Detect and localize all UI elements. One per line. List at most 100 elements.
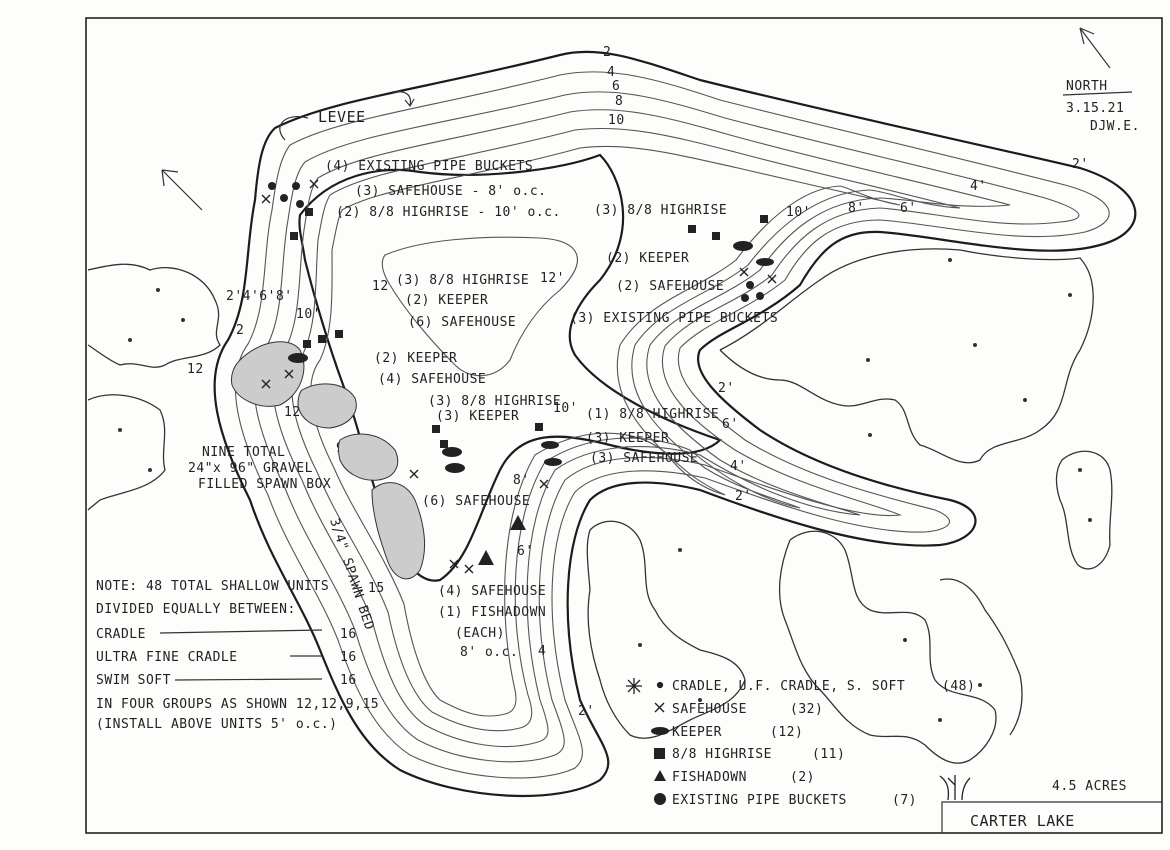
callout-c-keeper: (3) KEEPER bbox=[436, 409, 519, 424]
depth-6-top: 6 bbox=[612, 79, 620, 94]
north-label: NORTH bbox=[1066, 79, 1108, 94]
callout-nw-pipe-buckets: (4) EXISTING PIPE BUCKETS bbox=[325, 159, 533, 174]
legend-count-highrise: (11) bbox=[812, 747, 845, 762]
contour-line-6 bbox=[272, 109, 1011, 748]
callout-w-safehouse: (4) SAFEHOUSE bbox=[378, 372, 486, 387]
depth-6-east: 6' bbox=[900, 201, 917, 216]
callout-nw-highrise: (2) 8/8 HIGHRISE - 10' o.c. bbox=[336, 205, 561, 220]
legend: CRADLE, U.F. CRADLE, S. SOFT (48) SAFEHO… bbox=[626, 678, 975, 808]
levee-label: LEVEE bbox=[318, 108, 366, 126]
woods-east bbox=[719, 248, 1094, 464]
callout-mid-keeper: (2) KEEPER bbox=[405, 293, 488, 308]
contour-line-4 bbox=[253, 91, 1080, 763]
callout-bottom-spacing: 8' o.c. bbox=[460, 645, 518, 660]
contour-line-2 bbox=[234, 71, 1110, 779]
callout-c-highrise: (3) 8/8 HIGHRISE bbox=[428, 394, 561, 409]
spawn-box-line-2: 24"x 96" GRAVEL bbox=[188, 461, 313, 476]
woods-south bbox=[586, 520, 746, 739]
depth-12-west: 12 bbox=[372, 279, 389, 294]
depth-2-bottom: 2' bbox=[578, 704, 595, 719]
drawing-initials: DJW.E. bbox=[1090, 119, 1140, 134]
woods-far-east bbox=[1055, 450, 1113, 570]
legend-count-safehouse: (32) bbox=[790, 702, 823, 717]
callout-bottom-safehouse: (4) SAFEHOUSE bbox=[438, 584, 546, 599]
map-safehouse-marks bbox=[261, 179, 777, 574]
callout-bottom-each: (EACH) bbox=[455, 626, 505, 641]
depth-8-mid: 8' bbox=[513, 473, 530, 488]
depth-4-east: 4' bbox=[970, 179, 987, 194]
legend-x-icon bbox=[654, 702, 665, 713]
callout-w-keeper: (2) KEEPER bbox=[374, 351, 457, 366]
depth-2-4-6-8-west: 2'4'6'8' bbox=[226, 289, 293, 304]
depth-6-south: 6' bbox=[722, 417, 739, 432]
callout-nw-safehouse: (3) SAFEHOUSE - 8' o.c. bbox=[355, 184, 547, 199]
depth-2-top: 2 bbox=[603, 45, 611, 60]
lake-acres: 4.5 ACRES bbox=[1052, 779, 1127, 794]
depth-10-west: 10' bbox=[296, 307, 321, 322]
legend-count-keeper: (12) bbox=[770, 725, 803, 740]
woods-far-southeast bbox=[939, 578, 1023, 736]
legend-triangle-icon bbox=[654, 770, 666, 781]
depth-10-top: 10 bbox=[608, 113, 625, 128]
depth-2-west-b: 2 bbox=[236, 323, 244, 338]
map-structure-markers bbox=[268, 182, 774, 565]
legend-count-cradle: (48) bbox=[942, 679, 975, 694]
reed-icon bbox=[939, 775, 971, 801]
depth-8-east: 8' bbox=[848, 201, 865, 216]
depth-2-south: 2' bbox=[735, 489, 752, 504]
callout-e-highrise: (1) 8/8 HIGHRISE bbox=[586, 407, 719, 422]
legend-label-keeper: KEEPER bbox=[672, 725, 722, 740]
depth-2-mid: 2' bbox=[718, 381, 735, 396]
depth-8-top: 8 bbox=[615, 94, 623, 109]
drawing-date: 3.15.21 bbox=[1066, 101, 1124, 116]
woods-southwest bbox=[87, 394, 166, 511]
depth-4-bottom: 4 bbox=[538, 644, 546, 659]
callout-ne-keeper: (2) KEEPER bbox=[606, 251, 689, 266]
shallow-unit-groups bbox=[231, 341, 425, 580]
note-line-3: IN FOUR GROUPS AS SHOWN 12,12,9,15 bbox=[96, 697, 379, 712]
lake-name: CARTER LAKE bbox=[970, 812, 1075, 830]
callout-e-keeper: (3) KEEPER bbox=[586, 431, 669, 446]
note-line-4: (INSTALL ABOVE UNITS 5' o.c.) bbox=[96, 717, 337, 732]
title-block-border bbox=[941, 801, 1162, 833]
note-ufcradle-name: ULTRA FINE CRADLE bbox=[96, 650, 238, 665]
callout-mid-highrise: (3) 8/8 HIGHRISE bbox=[396, 273, 529, 288]
note-cradle-qty: 16 bbox=[340, 627, 357, 642]
callout-s-safehouse: (6) SAFEHOUSE bbox=[422, 494, 530, 509]
note-swimsoft-name: SWIM SOFT bbox=[96, 673, 171, 688]
depth-4-south: 4' bbox=[730, 459, 747, 474]
legend-label-safehouse: SAFEHOUSE bbox=[672, 702, 747, 717]
legend-label-cradle: CRADLE, U.F. CRADLE, S. SOFT bbox=[672, 679, 905, 694]
depth-2-east: 2' bbox=[1072, 157, 1089, 172]
legend-label-highrise: 8/8 HIGHRISE bbox=[672, 747, 772, 762]
note-ufcradle-qty: 16 bbox=[340, 650, 357, 665]
legend-star-dot-icon bbox=[626, 678, 664, 694]
contour-line-10 bbox=[310, 145, 901, 717]
group-count-12-b: 12 bbox=[284, 405, 301, 420]
group-label-15: 15 bbox=[368, 581, 385, 596]
callout-ne-highrise: (3) 8/8 HIGHRISE bbox=[594, 203, 727, 218]
legend-count-fishadown: (2) bbox=[790, 770, 815, 785]
north-arrow-icon bbox=[1079, 27, 1111, 69]
callout-ne-safehouse: (2) SAFEHOUSE bbox=[616, 279, 724, 294]
island-interior-outline bbox=[381, 236, 578, 377]
note-line-2: DIVIDED EQUALLY BETWEEN: bbox=[96, 602, 296, 617]
legend-count-pipe-buckets: (7) bbox=[892, 793, 917, 808]
legend-circle-icon bbox=[654, 793, 666, 805]
spawn-box-line-1: NINE TOTAL bbox=[202, 445, 285, 460]
depth-10-east: 10' bbox=[786, 205, 811, 220]
callout-ne-pipe-buckets: (3) EXISTING PIPE BUCKETS bbox=[570, 311, 778, 326]
callout-bottom-fishadown: (1) FISHADOWN bbox=[438, 605, 546, 620]
contour-line-8 bbox=[291, 127, 961, 732]
legend-square-icon bbox=[654, 748, 665, 759]
note-leader-lines bbox=[159, 629, 323, 681]
depth-12-island: 12' bbox=[540, 271, 565, 286]
levee-arrow-icon bbox=[279, 91, 415, 141]
woods-west bbox=[87, 263, 221, 368]
legend-label-pipe-buckets: EXISTING PIPE BUCKETS bbox=[672, 793, 847, 808]
note-swimsoft-qty: 16 bbox=[340, 673, 357, 688]
callout-e-safehouse: (3) SAFEHOUSE bbox=[590, 451, 698, 466]
note-cradle-name: CRADLE bbox=[96, 627, 146, 642]
